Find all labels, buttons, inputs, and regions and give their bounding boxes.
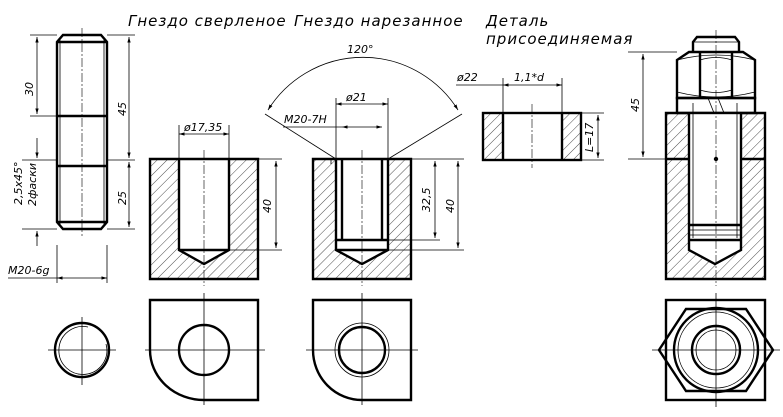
drilled-socket-plan (145, 293, 265, 405)
drilled-socket-view: ø17,35 40 (148, 121, 282, 286)
stud-chamfer-label: 2,5х45° (12, 161, 25, 205)
assembly-plan (652, 293, 780, 407)
heading-threaded-socket: Гнездо нарезанное (294, 12, 464, 30)
threaded-depth-32: 32,5 (420, 188, 433, 213)
heading-attached-part: Деталь (485, 12, 549, 30)
stud-thread-label: М20-6g (8, 264, 49, 277)
part-dia-label: ø22 (456, 71, 478, 84)
headings: Гнездо сверленое Гнездо нарезанное Детал… (128, 12, 633, 48)
attached-part-view: ø22 1,1*d L=17 (456, 71, 604, 168)
threaded-dia-label: ø21 (345, 91, 367, 104)
drilled-depth-label: 40 (261, 199, 274, 213)
threaded-socket-view: 120° ø21 М20-7Н 32,5 40 (264, 43, 464, 286)
threaded-socket-plan (306, 293, 418, 405)
stud-view: 30 45 25 2,5х45° 2фаски М20-6g (8, 28, 135, 283)
stud-dim-30: 30 (23, 82, 36, 96)
drilled-dia-label: ø17,35 (183, 121, 222, 134)
threaded-angle-label: 120° (347, 43, 374, 56)
assembly-view: 45 (628, 30, 767, 286)
heading-attached-part-line2: присоединяемая (486, 30, 633, 48)
stud-end-view (48, 317, 116, 385)
part-thickness-label: L=17 (583, 123, 596, 152)
stud-dim-45: 45 (116, 102, 129, 116)
heading-drilled-socket: Гнездо сверленое (128, 12, 287, 30)
stud-outline (55, 33, 109, 231)
part-clearance-label: 1,1*d (514, 71, 545, 84)
threaded-thread-label: М20-7Н (284, 113, 327, 126)
stud-chamfer-label-line2: 2фаски (26, 163, 39, 206)
threaded-depth-40: 40 (444, 199, 457, 213)
stud-dim-25: 25 (116, 191, 129, 205)
assembly-dim-45: 45 (629, 98, 642, 112)
